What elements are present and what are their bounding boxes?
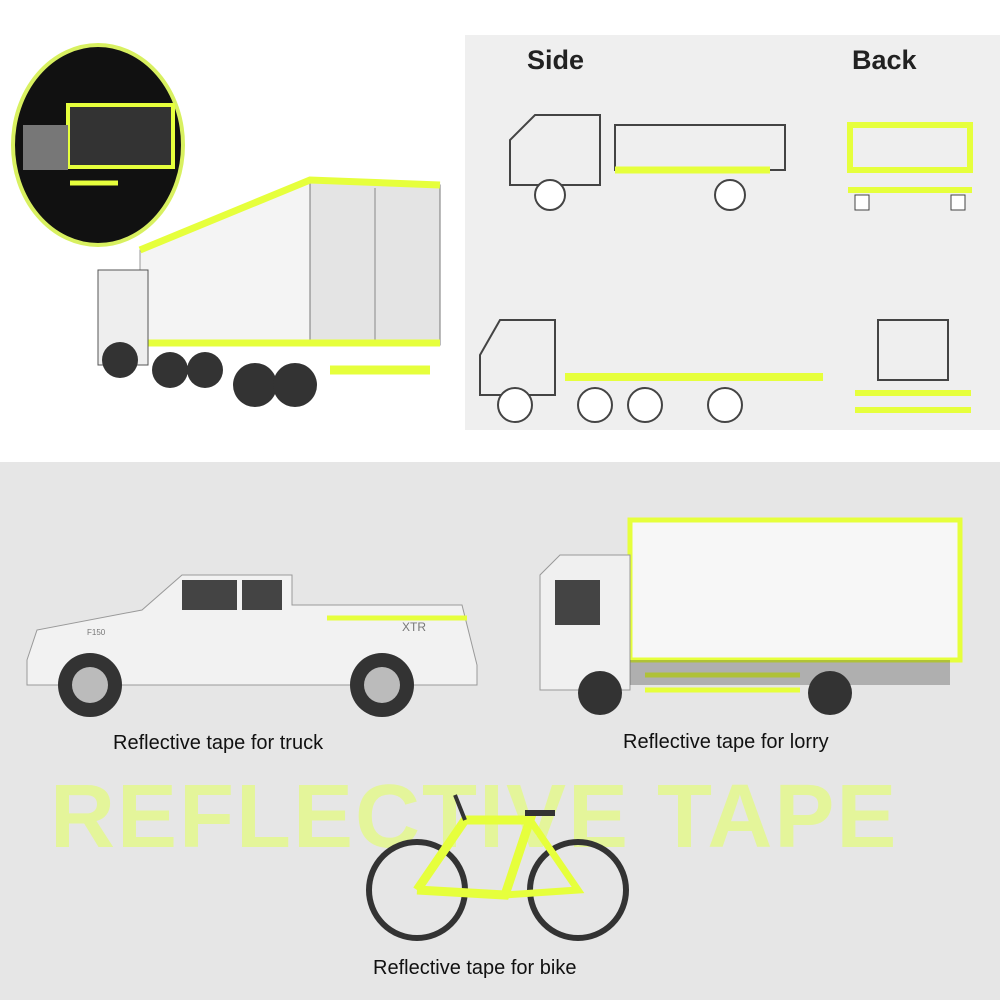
flatbed-truck-side-diagram	[479, 319, 823, 423]
lorry-caption: Reflective tape for lorry	[623, 731, 829, 753]
bike-caption: Reflective tape for bike	[373, 957, 577, 979]
f150-badge: F150	[87, 628, 106, 637]
dump-truck-side-diagram	[509, 114, 786, 211]
box-lorry-illustration	[539, 517, 963, 715]
pickup-truck-illustration: XTR F150	[26, 574, 478, 717]
dump-truck-back-diagram	[847, 122, 973, 211]
semi-trailer-illustration	[97, 176, 441, 407]
side-back-diagram-panel: Side Back	[465, 35, 1000, 430]
back-view-label: Back	[852, 45, 917, 75]
bicycle-illustration	[366, 794, 629, 941]
truck-caption: Reflective tape for truck	[113, 732, 324, 754]
xtr-badge: XTR	[402, 620, 426, 634]
side-view-label: Side	[527, 45, 585, 75]
flatbed-truck-back-diagram	[855, 319, 971, 413]
night-inset	[11, 43, 185, 247]
